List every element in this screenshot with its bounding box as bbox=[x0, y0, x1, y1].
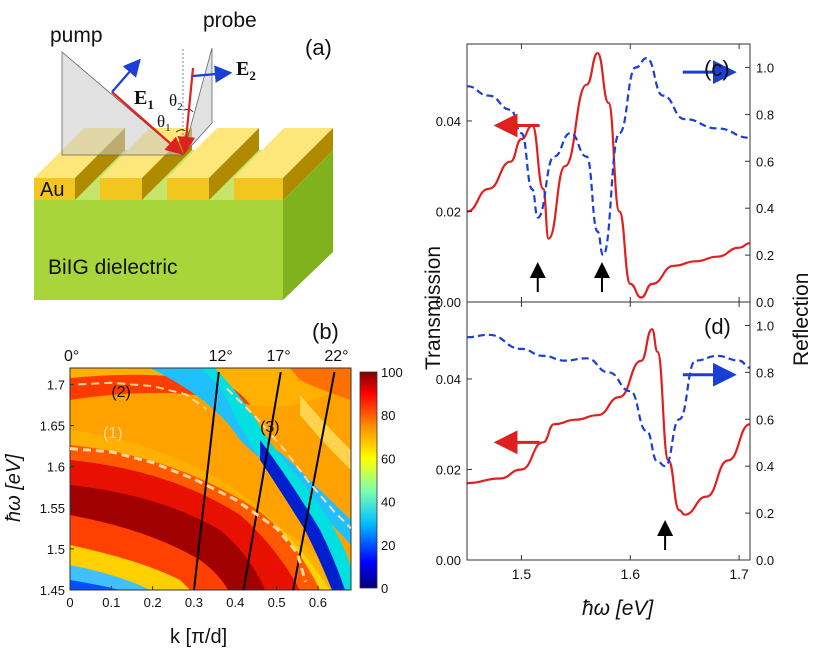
angle-label: 17° bbox=[266, 348, 290, 365]
colorbar-tick-label: 20 bbox=[381, 538, 395, 553]
right-tick-label: 0.0 bbox=[756, 295, 774, 310]
x-tick-label: 1.7 bbox=[729, 566, 749, 582]
heatmap-frame bbox=[69, 367, 352, 591]
mode-label-3: (3) bbox=[260, 419, 280, 436]
colorbar-tick-label: 100 bbox=[381, 365, 403, 380]
angle-label: 12° bbox=[209, 348, 233, 365]
e2-label: E2 bbox=[236, 58, 256, 83]
right-tick-label: 0.0 bbox=[756, 553, 774, 568]
dispersion-heatmap-panel: (1) (2) (3) 0° 12° 17° 22° 0 0.1 0.2 0.3 0.4 0.5 0.6 1… bbox=[40, 348, 403, 610]
reflection-axis-label: Reflection bbox=[790, 273, 813, 366]
y-tick-label: 1.5 bbox=[47, 542, 65, 557]
spectra-panels: 0.00 0.02 0.04 0.0 0.2 0.4 0.6 0.8 1.0 0.00 0.02 0.… bbox=[422, 43, 813, 620]
x-tick-label: 0 bbox=[66, 595, 73, 610]
y-tick-label: 1.55 bbox=[40, 501, 65, 516]
y-tick-label: 1.45 bbox=[40, 583, 65, 598]
schematic-panel: pump probe (a) E1 E2 θ1 θ2 Au BiIG diele… bbox=[34, 9, 333, 300]
angle-label: 22° bbox=[324, 348, 348, 365]
colorbar-tick-label: 40 bbox=[381, 495, 395, 510]
y-tick-label: 1.7 bbox=[47, 377, 65, 392]
right-tick-label: 0.4 bbox=[756, 459, 774, 474]
e1-label: E1 bbox=[134, 87, 154, 112]
right-tick-label: 1.0 bbox=[756, 60, 774, 75]
right-tick-label: 0.6 bbox=[756, 154, 774, 169]
heatmap-image bbox=[70, 368, 351, 590]
right-tick-label: 0.4 bbox=[756, 201, 774, 216]
colorbar-tick-label: 0 bbox=[381, 581, 388, 596]
pump-polarization bbox=[111, 58, 141, 93]
colorbar-tick-label: 80 bbox=[381, 408, 395, 423]
left-tick-label: 0.04 bbox=[436, 114, 461, 129]
angle-line-22° bbox=[292, 371, 336, 590]
y-tick-label: 1.6 bbox=[47, 460, 65, 475]
transmission-axis-label: Transmission bbox=[422, 246, 445, 370]
mode-label-1: (1) bbox=[103, 425, 123, 442]
pump-label: pump bbox=[50, 24, 103, 47]
right-tick-label: 0.8 bbox=[756, 107, 774, 122]
left-tick-label: 0.02 bbox=[436, 462, 461, 477]
angle-line-17° bbox=[242, 371, 282, 590]
pump-beam bbox=[111, 91, 184, 155]
probe-polarization bbox=[192, 65, 233, 83]
substrate-label: BiIG dielectric bbox=[48, 256, 178, 279]
right-tick-label: 0.6 bbox=[756, 412, 774, 427]
theta1-label: θ1 bbox=[157, 112, 171, 134]
probe-label: probe bbox=[203, 9, 257, 32]
right-tick-label: 1.0 bbox=[756, 318, 774, 333]
spectrum-d-frame bbox=[466, 301, 751, 561]
y-tick-label: 1.65 bbox=[40, 419, 65, 434]
x-tick-label: 0.4 bbox=[226, 595, 244, 610]
mode-curve-1 bbox=[70, 447, 307, 583]
mode-curve-2 bbox=[78, 381, 207, 410]
spectrum-d-reflection-line bbox=[467, 333, 750, 468]
panel-c-label: (c) bbox=[704, 56, 730, 81]
left-tick-label: 0.04 bbox=[436, 372, 461, 387]
right-tick-label: 0.2 bbox=[756, 506, 774, 521]
left-tick-label: 0.02 bbox=[436, 204, 461, 219]
colorbar bbox=[359, 371, 378, 589]
colorbar-tick-label: 60 bbox=[381, 451, 395, 466]
angle-label: 0° bbox=[64, 348, 79, 365]
probe-beam bbox=[177, 67, 196, 155]
spectrum-c-frame bbox=[466, 43, 751, 303]
spectrum-d-transmission-line bbox=[467, 328, 750, 516]
right-tick-label: 0.8 bbox=[756, 365, 774, 380]
metal-label: Au bbox=[40, 179, 64, 201]
theta2-label: θ2 bbox=[169, 91, 183, 113]
right-tick-label: 0.2 bbox=[756, 248, 774, 263]
left-tick-label: 0.00 bbox=[436, 553, 461, 568]
panel-a-label: (a) bbox=[305, 35, 332, 60]
mode-curve-3 bbox=[226, 387, 351, 530]
energy-axis-label: ħω [eV] bbox=[582, 597, 654, 620]
spectrum-c-transmission-line bbox=[467, 51, 750, 299]
x-tick-label: 1.5 bbox=[512, 566, 532, 582]
spectrum-c-reflection-line bbox=[467, 56, 750, 257]
x-tick-label: 1.6 bbox=[621, 566, 641, 582]
x-tick-label: 0.5 bbox=[268, 595, 286, 610]
panel-b-label: (b) bbox=[312, 319, 339, 344]
x-tick-label: 0.6 bbox=[309, 595, 327, 610]
angle-line-12° bbox=[192, 371, 220, 590]
x-tick-label: 0.3 bbox=[185, 595, 203, 610]
substrate-front bbox=[34, 200, 283, 300]
mode-label-2: (2) bbox=[111, 384, 131, 401]
left-tick-label: 0.00 bbox=[436, 295, 461, 310]
panel-d-label: (d) bbox=[704, 314, 731, 339]
x-tick-label: 0.2 bbox=[144, 595, 162, 610]
heatmap-y-axis-label: ħω [eV] bbox=[3, 454, 25, 522]
x-tick-label: 0.1 bbox=[102, 595, 120, 610]
heatmap-x-axis-label: k [π/d] bbox=[170, 626, 227, 648]
